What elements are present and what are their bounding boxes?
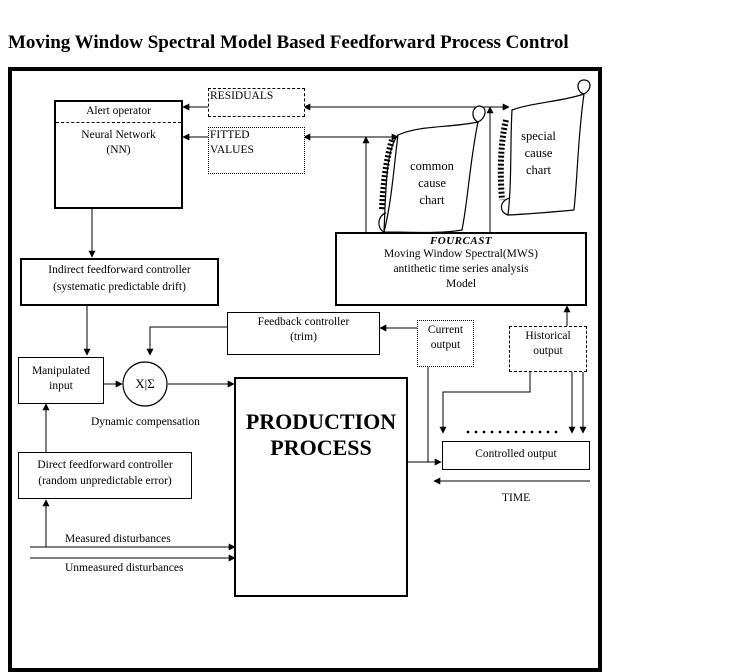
current-output-label: output (430, 339, 461, 351)
output-dots (466, 430, 558, 434)
alert-operator-label: Alert operator (56, 102, 181, 123)
time-label: TIME (502, 492, 531, 504)
indirect-feedforward-box[interactable]: Indirect feedforward controller (systema… (20, 258, 219, 306)
dynamic-compensation-label: Dynamic compensation (91, 416, 200, 428)
values-label: VALUES (210, 144, 254, 156)
special-cause-chart-scroll (497, 79, 591, 216)
mws-title-label: Moving Window Spectral(MWS) (384, 248, 538, 260)
fitted-values-box[interactable]: FITTED VALUES (208, 127, 305, 174)
historical-label: Historical (525, 330, 571, 342)
current-output-box[interactable]: Current output (417, 320, 474, 367)
mws-model-label: Model (445, 278, 477, 290)
indirect-title-label: Indirect feedforward controller (48, 264, 191, 276)
process-label: PROCESS (270, 435, 372, 460)
feedback-controller-box[interactable]: Feedback controller (trim) (227, 312, 380, 355)
historical-output-label: output (533, 345, 563, 357)
input-label: input (49, 380, 73, 392)
current-label: Current (427, 324, 464, 336)
diagram-title: Moving Window Spectral Model Based Feedf… (8, 32, 569, 53)
fourcast-logo: FOURCAST (429, 235, 493, 247)
residuals-box[interactable]: RESIDUALS (208, 88, 305, 117)
nn-abbrev-label: (NN) (106, 144, 131, 156)
neural-network-label: Neural Network (81, 129, 156, 141)
controlled-output-label: Controlled output (475, 448, 557, 460)
fitted-label: FITTED (210, 129, 250, 141)
feedback-to-mixer-arrow (146, 326, 227, 356)
controlled-output-box[interactable]: Controlled output (442, 441, 590, 470)
production-label: PRODUCTION (245, 409, 397, 434)
indirect-subtitle-label: (systematic predictable drift) (53, 281, 186, 293)
feedback-trim-label: (trim) (290, 331, 317, 343)
unmeasured-disturbances-label: Unmeasured disturbances (65, 562, 184, 574)
historical-output-link (439, 372, 531, 434)
mixer-label: X|Σ (135, 376, 155, 391)
mws-analysis-label: antithetic time series analysis (393, 263, 529, 275)
feedback-title-label: Feedback controller (257, 316, 350, 328)
direct-subtitle-label: (random unpredictable error) (38, 475, 172, 487)
historical-output-box[interactable]: Historical output (509, 326, 587, 372)
mixer-circle (122, 361, 168, 407)
direct-title-label: Direct feedforward controller (37, 459, 173, 471)
manipulated-label: Manipulated (31, 365, 91, 377)
residuals-label: RESIDUALS (210, 90, 274, 102)
direct-feedforward-box[interactable]: Direct feedforward controller (random un… (18, 452, 192, 499)
production-process-box[interactable]: PRODUCTION PROCESS (234, 377, 408, 597)
common-cause-chart-scroll (378, 105, 486, 234)
measured-disturbances-label: Measured disturbances (65, 533, 171, 545)
manipulated-input-box[interactable]: Manipulated input (18, 357, 104, 404)
mws-model-box[interactable]: FOURCAST Moving Window Spectral(MWS) ant… (335, 232, 587, 306)
neural-network-box[interactable]: Alert operator Neural Network (NN) (54, 100, 183, 209)
